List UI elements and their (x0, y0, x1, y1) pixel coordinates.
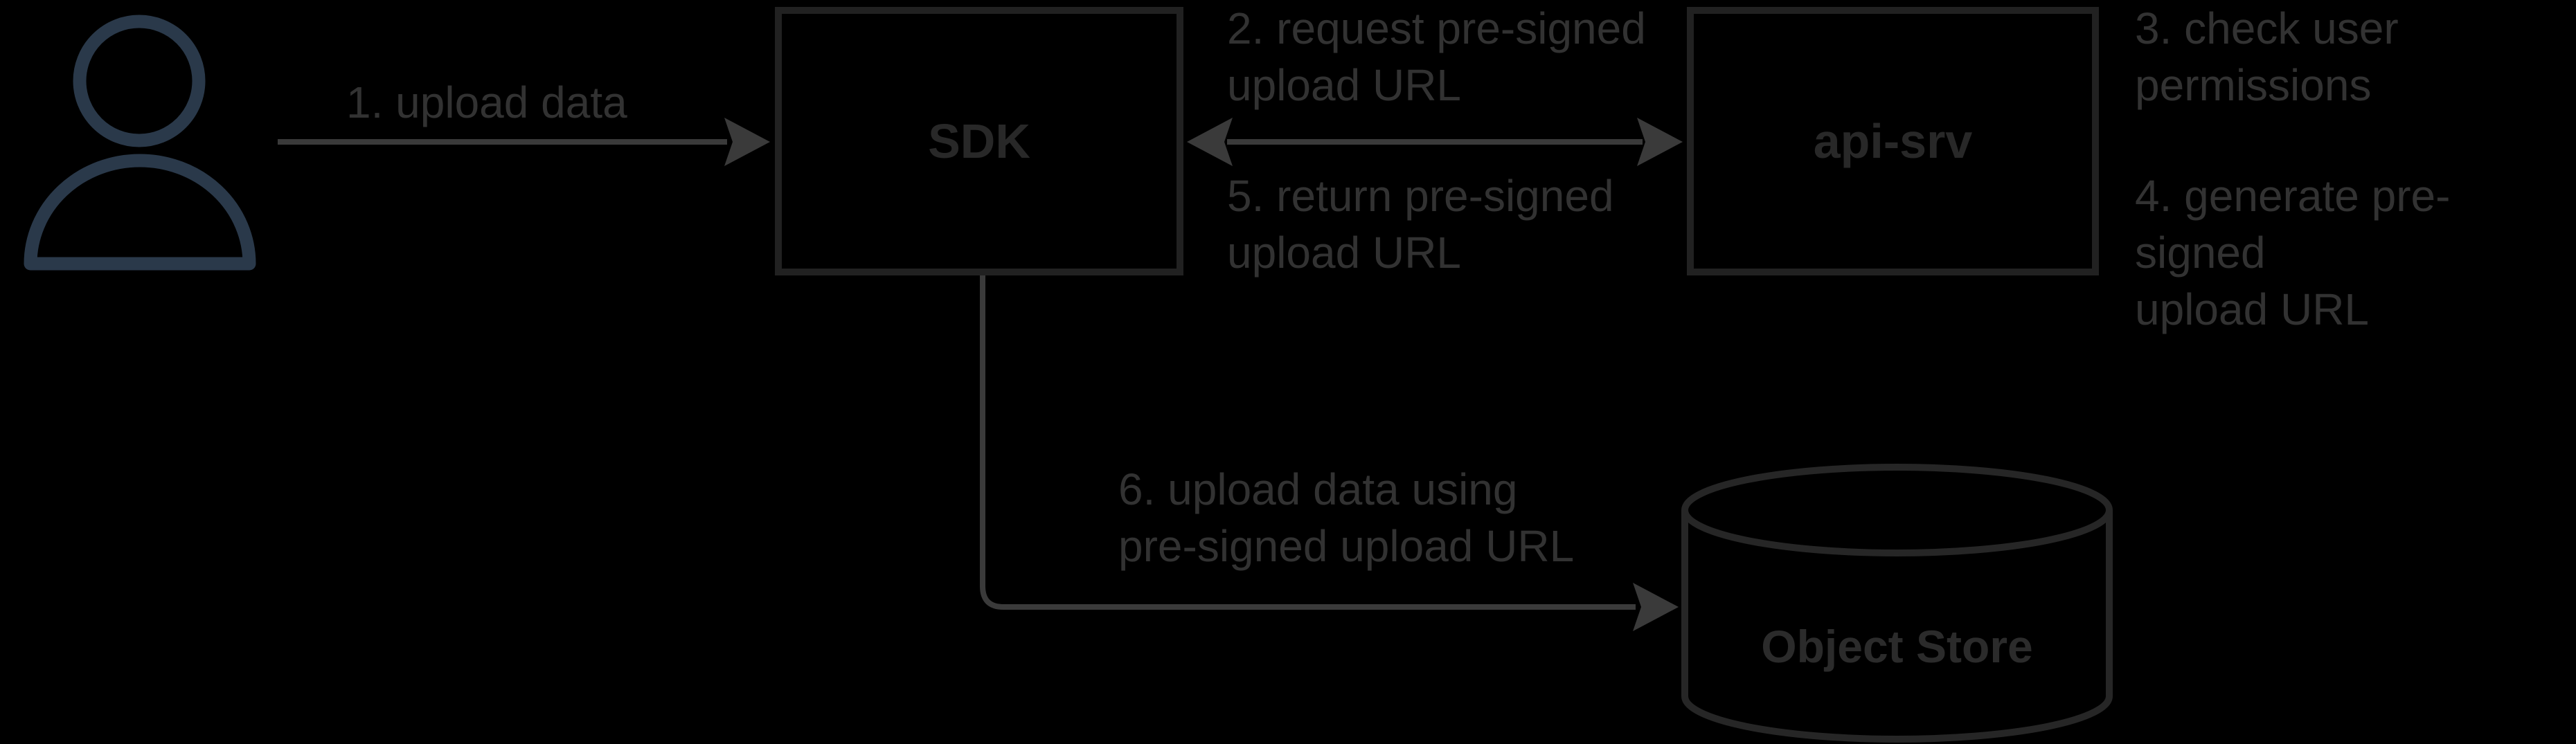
node-api-srv: api-srv (1687, 7, 2099, 275)
step-6-upload-using-presigned-url-label: 6. upload data using pre-signed upload U… (1118, 464, 1575, 571)
arrow-upload-data (278, 118, 770, 166)
node-sdk-label: SDK (928, 114, 1030, 168)
person-icon (24, 15, 256, 271)
step-2-request-presigned-url-label: 2. request pre-signed upload URL (1227, 3, 1646, 110)
node-object-store-label: Object Store (1761, 621, 2033, 672)
arrow-upload-to-object-store (980, 275, 1679, 631)
step-3-check-user-permissions-label: 3. check user permissions (2135, 3, 2399, 110)
object-store-cylinder-icon (1681, 464, 2113, 743)
node-api-srv-label: api-srv (1813, 114, 1973, 168)
step-5-return-presigned-url-label: 5. return pre-signed upload URL (1227, 171, 1614, 278)
step-1-upload-data-label: 1. upload data (346, 78, 627, 127)
step-4-generate-presigned-url-label: 4. generate pre-signed upload URL (2135, 171, 2451, 334)
node-sdk: SDK (775, 7, 1183, 275)
arrow-presigned-url-exchange (1187, 118, 1683, 166)
